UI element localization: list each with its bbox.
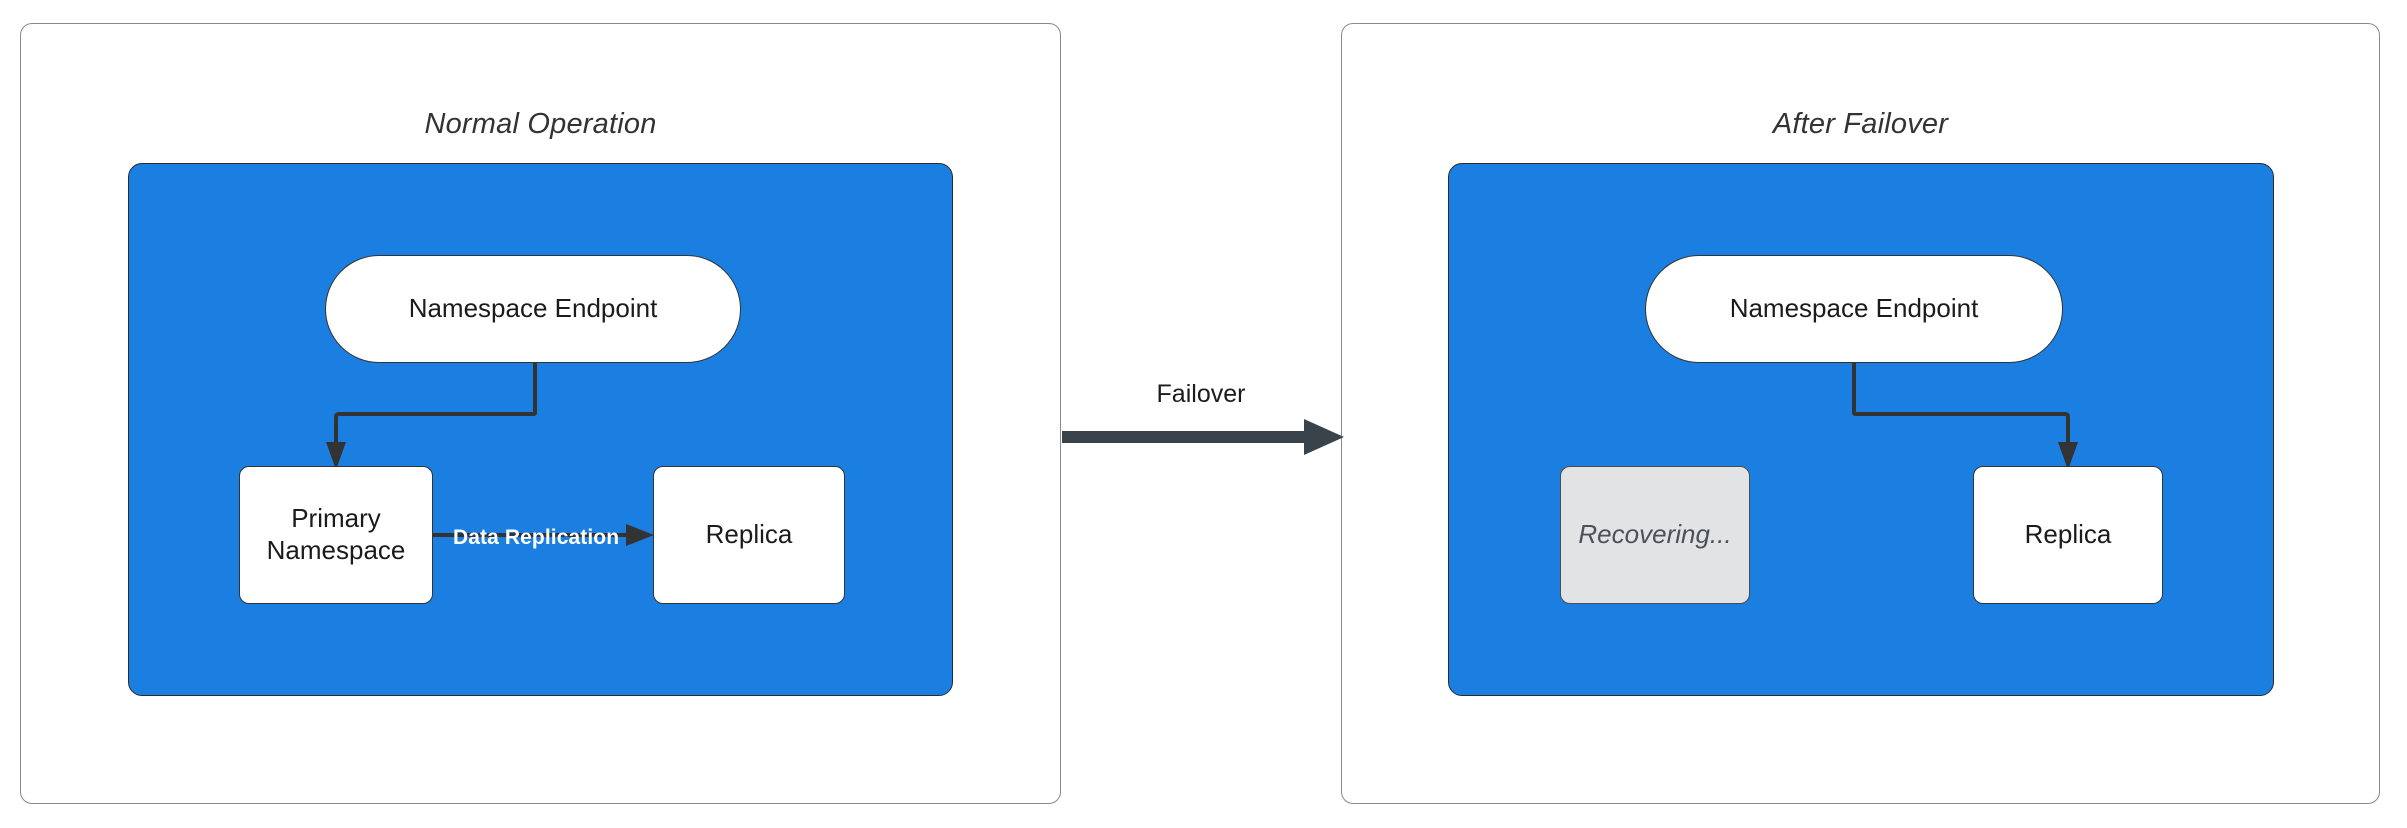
failover-label: Failover [1156,380,1246,408]
edge-endpoint-to-replica [1852,363,2078,470]
node-primary-namespace[interactable]: Primary Namespace [239,466,433,604]
node-recovering[interactable]: Recovering... [1560,466,1750,604]
node-namespace-endpoint-failover[interactable]: Namespace Endpoint [1645,255,2063,363]
node-label: Recovering... [1578,519,1732,550]
node-label: Replica [705,519,793,550]
node-label-line-1: Primary [291,503,381,534]
blue-region-normal-operation [128,163,953,696]
blue-region-after-failover [1448,163,2274,696]
node-label-line-2: Namespace [266,535,406,565]
panel-title-after-failover: After Failover [1772,108,1949,140]
node-label: Namespace Endpoint [408,293,658,324]
panel-title-normal-operation: Normal Operation [424,108,657,140]
edge-label-data-replication: Data Replication [453,526,620,549]
node-replica-failover[interactable]: Replica [1973,466,2163,604]
node-label: Replica [2024,519,2112,550]
failover-transition: Failover [1056,380,1346,470]
edge-primary-to-replica [433,524,654,546]
node-replica-normal[interactable]: Replica [653,466,845,604]
failover-arrow-icon [1062,419,1344,455]
edge-endpoint-to-primary [326,363,537,470]
node-label: Namespace Endpoint [1729,293,1979,324]
node-namespace-endpoint-normal[interactable]: Namespace Endpoint [325,255,741,363]
node-label: Primary Namespace [267,503,406,566]
